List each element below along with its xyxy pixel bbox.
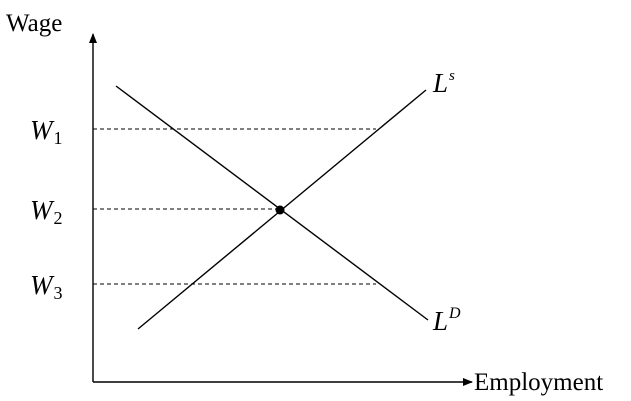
x-axis-label: Employment xyxy=(474,369,603,396)
equilibrium-point xyxy=(275,205,285,215)
demand-curve xyxy=(115,85,429,321)
wage-label-w3: W3 xyxy=(30,270,63,303)
supply-curve-label: Ls xyxy=(432,68,455,98)
demand-curve-label: LD xyxy=(432,305,461,336)
y-axis-label: Wage xyxy=(6,10,62,37)
wage-label-w2: W2 xyxy=(30,195,63,228)
wage-label-w1: W1 xyxy=(30,115,63,148)
